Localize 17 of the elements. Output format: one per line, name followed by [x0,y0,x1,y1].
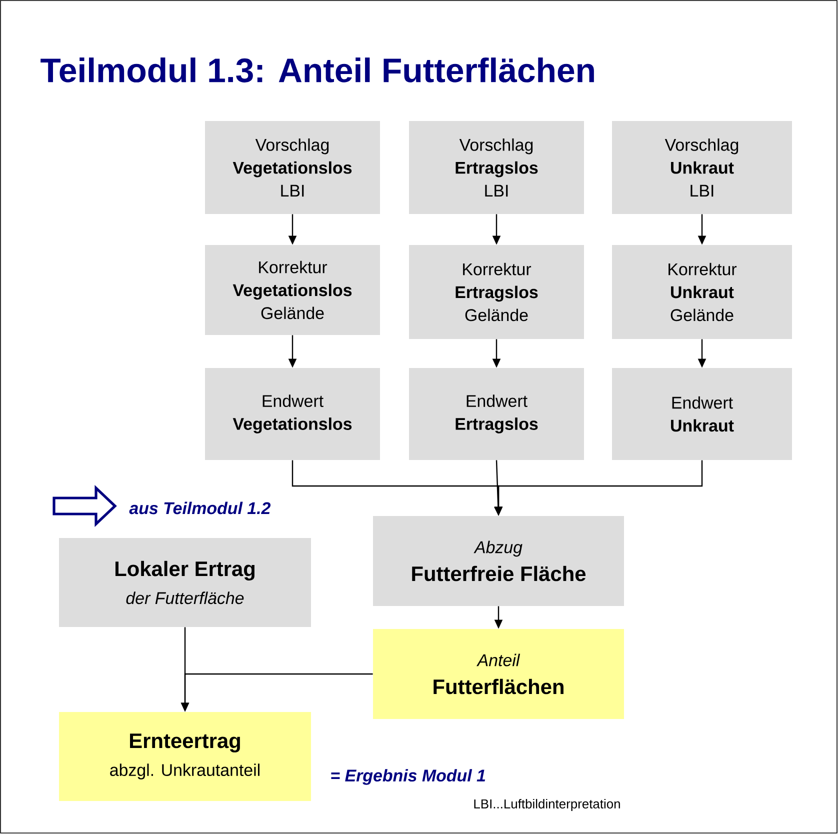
process-box: Ernteertrag abzgl. Unkrautanteil [59,712,311,801]
process-box: Endwert Vegetationslos [205,368,380,460]
result-note: = Ergebnis Modul 1 [331,769,486,785]
process-box: Vorschlag Vegetationslos LBI [205,121,380,214]
process-box: Korrektur Unkraut Gelände [612,245,792,339]
source-note: aus Teilmodul 1.2 [129,502,271,514]
process-box: Abzug Futterfreie Fläche [373,516,624,606]
process-box: Endwert Unkraut [612,368,792,460]
process-box: Lokaler Ertrag der Futterfläche [59,538,311,627]
process-box: Anteil Futterflächen [373,629,624,719]
process-box: Korrektur Ertragslos Gelände [409,245,584,339]
process-box: Endwert Ertragslos [409,368,584,460]
process-box: Vorschlag Ertragslos LBI [409,121,584,214]
process-box: Vorschlag Unkraut LBI [612,121,792,214]
footnote: LBI...Luftbildinterpretation [474,798,620,812]
process-box: Korrektur Vegetationslos Gelände [205,245,380,335]
title: Teilmodul 1.3: Anteil Futterflächen [40,58,594,82]
